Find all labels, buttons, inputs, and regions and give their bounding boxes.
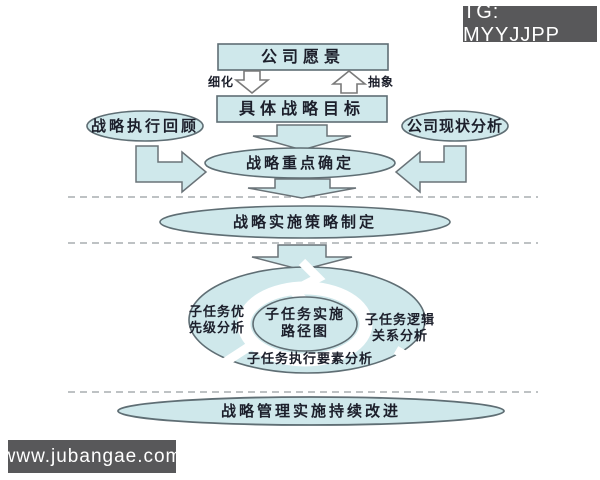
strategy-ellipse-shape [159,205,451,239]
watermark-top-right-text: TG: MYYJJPP [463,1,561,46]
review-elbow-arrow [135,145,208,194]
watermark-top-right: TG: MYYJJPP [463,1,597,46]
goal-to-focus-arrow [252,124,352,151]
cycle-inner-ellipse [252,296,358,352]
goal-box-shape [216,95,388,123]
analysis-elbow-arrow [394,145,467,194]
focus-to-strategy-arrow [247,178,357,199]
watermark-bottom-left-text: www.jubangae.com [1,445,183,467]
cycle-gap-bottom-right [393,346,435,375]
improve-ellipse-shape [117,396,505,426]
focus-ellipse-shape [204,147,396,179]
strategy-to-cycle-arrow [251,244,353,271]
vision-box-shape [217,43,389,71]
analysis-ellipse-shape [401,110,509,142]
refine-down-arrow [233,70,271,95]
watermark-bottom-left: www.jubangae.com [2,440,181,473]
abstract-up-arrow [330,69,368,94]
cycle-gap-bottom-left [204,342,253,378]
review-ellipse-shape [86,110,204,142]
